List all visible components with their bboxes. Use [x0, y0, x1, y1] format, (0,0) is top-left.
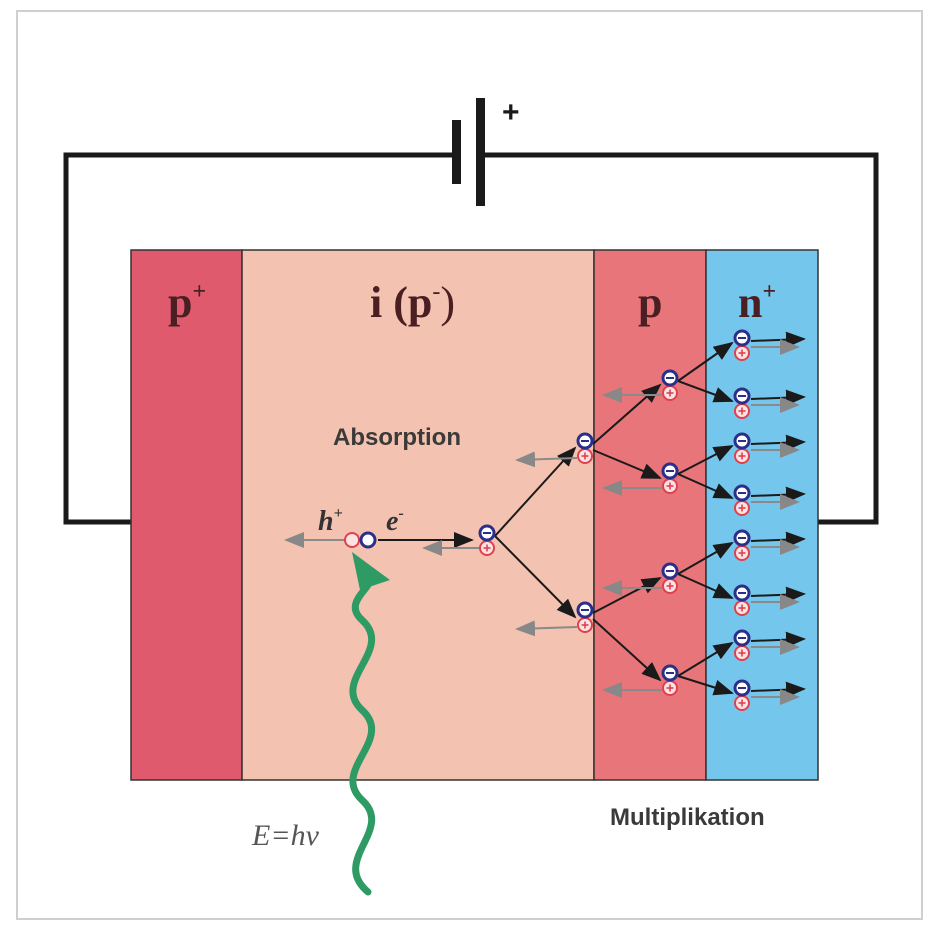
electron-path-arrow — [592, 577, 662, 614]
circuit-wire-right — [482, 152, 879, 525]
electron-hole-pair — [661, 462, 679, 494]
electron-path-arrow — [494, 446, 577, 537]
region-p — [593, 249, 707, 781]
carrier-pairs — [344, 329, 751, 711]
electron-path-arrow — [677, 641, 734, 677]
electron-hole-pair — [733, 529, 751, 561]
electron-hole-pair — [661, 562, 679, 594]
photon-arrow-head — [352, 552, 390, 590]
electron-path-arrow — [592, 449, 662, 479]
electron-path-arrow — [677, 473, 734, 499]
electron-hole-pair — [478, 524, 496, 556]
electron-hole-pair — [733, 484, 751, 516]
electron-hole-pair — [576, 432, 594, 464]
hole-drift-arrow — [515, 451, 578, 468]
initial-electron-hole-pair — [344, 531, 377, 549]
electron-icon — [359, 531, 377, 549]
electron-hole-pair — [576, 601, 594, 633]
electron-hole-pair — [733, 387, 751, 419]
electron-hole-pair — [661, 664, 679, 696]
hole-drift-arrow — [515, 620, 578, 637]
region-p-plus — [130, 249, 243, 781]
hole-label: h+ — [318, 505, 343, 537]
region-intrinsic — [241, 249, 595, 781]
electron-hole-pair — [733, 679, 751, 711]
electron-label: e- — [386, 505, 404, 537]
electron-path-arrow — [677, 675, 734, 696]
photon-wave-arrow — [349, 571, 376, 896]
electron-path-arrow — [677, 573, 734, 599]
electron-path-arrow — [677, 341, 734, 382]
battery-plus-label: + — [502, 96, 520, 129]
diagram-frame — [16, 10, 923, 920]
absorption-label: Absorption — [333, 424, 461, 451]
region-n-plus — [705, 249, 819, 781]
photon-energy-label: E=hν — [251, 819, 320, 852]
electron-path-arrow — [677, 380, 734, 403]
region-label-intrinsic: i (p-) — [370, 278, 455, 327]
electron-hole-pair — [733, 629, 751, 661]
electron-hole-pair — [733, 329, 751, 361]
electron-hole-pair — [661, 369, 679, 401]
electron-path-arrow — [677, 542, 734, 575]
electron-path-arrow — [592, 618, 662, 682]
avalanche-paths — [284, 331, 806, 705]
region-label-p: p — [638, 278, 662, 327]
electron-hole-pair — [733, 432, 751, 464]
hole-icon — [344, 532, 360, 548]
region-label-n-plus: n+ — [738, 278, 776, 327]
battery-symbol: + — [452, 96, 520, 206]
multiplication-label: Multiplikation — [610, 804, 765, 831]
region-label-p-plus: p+ — [168, 278, 206, 327]
electron-hole-pair — [733, 584, 751, 616]
electron-path-arrow — [494, 535, 577, 619]
circuit-wire-left — [63, 152, 456, 525]
electron-path-arrow — [677, 445, 734, 475]
